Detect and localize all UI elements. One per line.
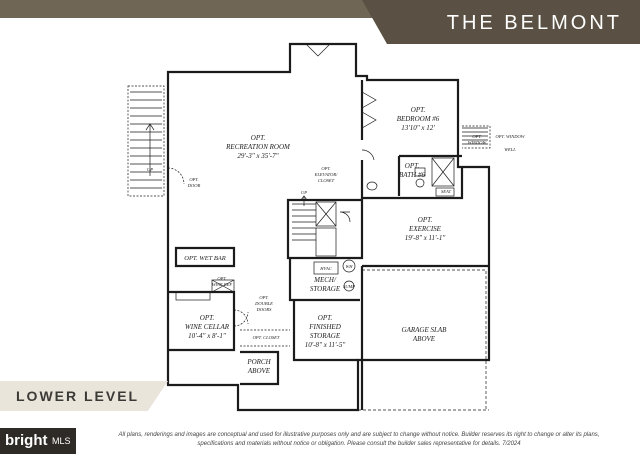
double-doors-name: DOUBLE (254, 301, 273, 306)
storage-storage: STORAGE (310, 332, 341, 340)
garage-label: GARAGE SLAB (402, 326, 448, 334)
level-banner (0, 381, 168, 411)
wine-cellar-size: 10'-4" x 8'-1" (188, 332, 226, 340)
window-well-name: WELL (504, 147, 516, 152)
disclaimer-line-1: All plans, renderings and images are con… (118, 432, 600, 438)
rec-room-opt: OPT. (251, 134, 266, 142)
wine-ref-name: WINE REF (212, 282, 233, 287)
hvac-label: HVAC (319, 266, 332, 271)
double-doors-doors: DOORS (256, 307, 272, 312)
opt-door-opt: OPT. (189, 177, 198, 182)
mech-label: MECH/ (313, 276, 337, 284)
window-well-opt: OPT. WINDOW (496, 134, 526, 139)
storage-opt: OPT. (318, 314, 333, 322)
storage-name: FINISHED (308, 323, 341, 331)
exterior-up-label: UP (147, 167, 153, 172)
title-banner (362, 0, 640, 44)
outer-wall (166, 42, 491, 412)
rec-room-name: RECREATION ROOM (225, 143, 291, 151)
porch-label: PORCH (246, 358, 271, 366)
closet-label: OPT. CLOSET (253, 335, 280, 340)
bright-logo-text: bright (5, 432, 48, 449)
wet-bar-label: OPT. WET BAR (184, 255, 225, 262)
stairs-up-label: UP (301, 190, 307, 195)
double-doors-opt: OPT. (259, 295, 268, 300)
bedroom-name: BEDROOM #6 (397, 115, 440, 123)
storage-size: 10'-8" x 11'-5" (305, 341, 346, 349)
wine-cellar-opt: OPT. (200, 314, 215, 322)
rec-room-size: 29'-3" x 35'-7" (237, 152, 278, 160)
bath-opt: OPT. (405, 162, 420, 170)
bright-mls-logo (0, 428, 76, 454)
level-label: LOWER LEVEL (16, 388, 140, 404)
exercise-opt: OPT. (418, 216, 433, 224)
window-name: WINDOW (468, 140, 488, 145)
mech-storage-label: STORAGE (310, 285, 341, 293)
bath-name: BATH #6 (399, 171, 425, 179)
bedroom-size: 13'10" x 12' (401, 124, 435, 132)
elevator-opt: OPT. (321, 166, 330, 171)
porch-above: ABOVE (247, 367, 271, 375)
disclaimer: All plans, renderings and images are con… (84, 431, 634, 449)
garage-above: ABOVE (412, 335, 436, 343)
elevator-closet: CLOSET (318, 178, 335, 183)
mls-logo-text: MLS (52, 436, 71, 446)
exercise-name: EXERCISE (408, 225, 442, 233)
sump-label: SUMP (343, 284, 355, 289)
wine-ref-opt: OPT. (217, 276, 226, 281)
disclaimer-line-2: specifications and materials without not… (197, 441, 521, 447)
window-opt: OPT. (472, 134, 481, 139)
exercise-size: 19'-8" x 11'-1" (405, 234, 446, 242)
elevator-name: ELEVATOR/ (314, 172, 338, 177)
bedroom-opt: OPT. (411, 106, 426, 114)
wh-label: WH (346, 264, 354, 269)
opt-door-name: DOOR (187, 183, 201, 188)
seat-label: SEAT (441, 189, 452, 194)
wine-cellar-name: WINE CELLAR (185, 323, 230, 331)
plan-title: THE BELMONT (446, 12, 622, 34)
